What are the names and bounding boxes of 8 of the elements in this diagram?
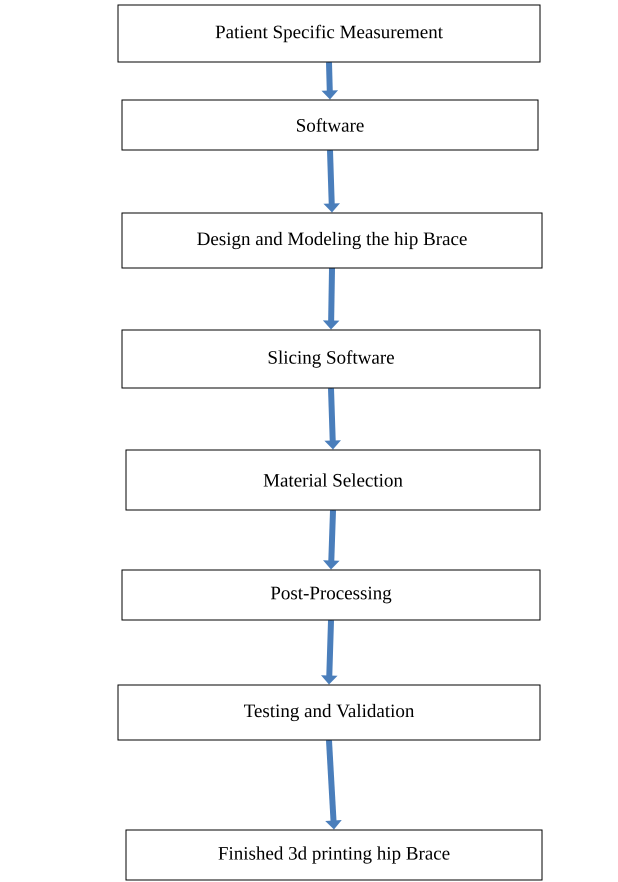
process-box: Software [122,100,538,150]
process-box: Testing and Validation [118,684,540,740]
process-box: Finished 3d printing hip Brace [126,830,542,880]
process-box: Post-Processing [122,570,540,620]
process-box: Slicing Software [122,330,540,388]
process-box: Material Selection [126,450,540,510]
process-box: Patient Specific Measurement [118,4,540,62]
process-box: Design and Modeling the hip Brace [122,212,542,268]
